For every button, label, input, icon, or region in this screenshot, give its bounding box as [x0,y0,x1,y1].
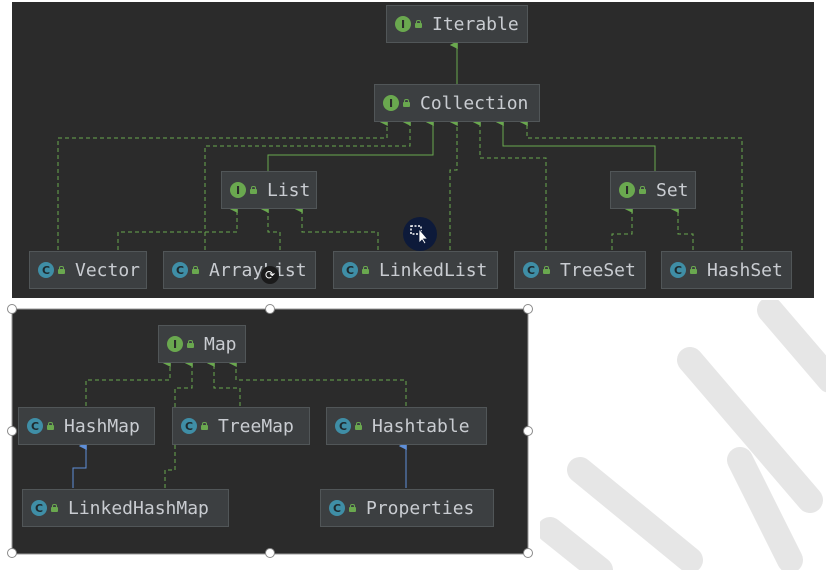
class-badge-icon: C [31,500,47,516]
watermark [540,300,826,570]
lock-icon [689,266,698,274]
interface-badge-icon: I [383,95,399,111]
node-map[interactable]: I Map [158,325,246,363]
class-badge-icon: C [27,418,43,434]
lock-icon [414,20,423,28]
lock-icon [638,186,647,194]
class-badge-icon: C [523,262,539,278]
interface-badge-icon: I [230,182,246,198]
node-label: Vector [75,259,141,281]
node-label: Map [204,333,237,355]
node-label: HashSet [707,259,783,281]
lock-icon [50,504,59,512]
node-label: Hashtable [372,415,470,437]
resize-handle-bottom-middle[interactable] [265,548,275,558]
node-label: ArrayList [209,259,307,281]
class-badge-icon: C [172,262,188,278]
resize-handle-middle-right[interactable] [523,426,533,436]
class-badge-icon: C [342,262,358,278]
interface-badge-icon: I [167,336,183,352]
node-label: LinkedHashMap [68,497,209,519]
resize-handle-top-left[interactable] [7,304,17,314]
class-badge-icon: C [181,418,197,434]
interface-badge-icon: I [619,182,635,198]
lock-icon [361,266,370,274]
node-hashtable[interactable]: C Hashtable [326,407,487,445]
node-collection[interactable]: I Collection [374,84,540,122]
node-hashset[interactable]: C HashSet [661,251,792,289]
node-linkedhashmap[interactable]: C LinkedHashMap [22,489,229,527]
node-linkedlist[interactable]: C LinkedList [333,251,498,289]
lock-icon [191,266,200,274]
node-list[interactable]: I List [221,171,317,209]
node-treeset[interactable]: C TreeSet [514,251,646,289]
node-arraylist[interactable]: C ArrayList [163,251,316,289]
node-label: TreeSet [560,259,636,281]
lock-icon [46,422,55,430]
node-label: Collection [420,92,529,114]
node-vector[interactable]: C Vector [29,251,147,289]
drag-cursor-icon [403,217,437,251]
lock-icon [402,99,411,107]
resize-handle-top-right[interactable] [523,304,533,314]
node-label: HashMap [64,415,140,437]
resize-handle-bottom-left[interactable] [7,548,17,558]
node-label: TreeMap [218,415,294,437]
resize-handle-middle-left[interactable] [7,426,17,436]
rotate-icon[interactable]: ⟳ [261,266,279,284]
class-badge-icon: C [670,262,686,278]
resize-handle-top-middle[interactable] [265,304,275,314]
lock-icon [542,266,551,274]
node-set[interactable]: I Set [610,171,696,209]
node-label: Set [656,179,689,201]
node-properties[interactable]: C Properties [320,489,494,527]
interface-badge-icon: I [395,16,411,32]
node-label: LinkedList [379,259,488,281]
lock-icon [348,504,357,512]
node-label: Iterable [432,13,519,35]
class-badge-icon: C [335,418,351,434]
lock-icon [200,422,209,430]
node-treemap[interactable]: C TreeMap [172,407,310,445]
node-hashmap[interactable]: C HashMap [18,407,155,445]
lock-icon [186,340,195,348]
resize-handle-bottom-right[interactable] [523,548,533,558]
node-label: List [267,179,311,201]
class-badge-icon: C [329,500,345,516]
lock-icon [57,266,66,274]
lock-icon [354,422,363,430]
lock-icon [249,186,258,194]
class-badge-icon: C [38,262,54,278]
node-iterable[interactable]: I Iterable [386,5,528,43]
node-label: Properties [366,497,475,519]
